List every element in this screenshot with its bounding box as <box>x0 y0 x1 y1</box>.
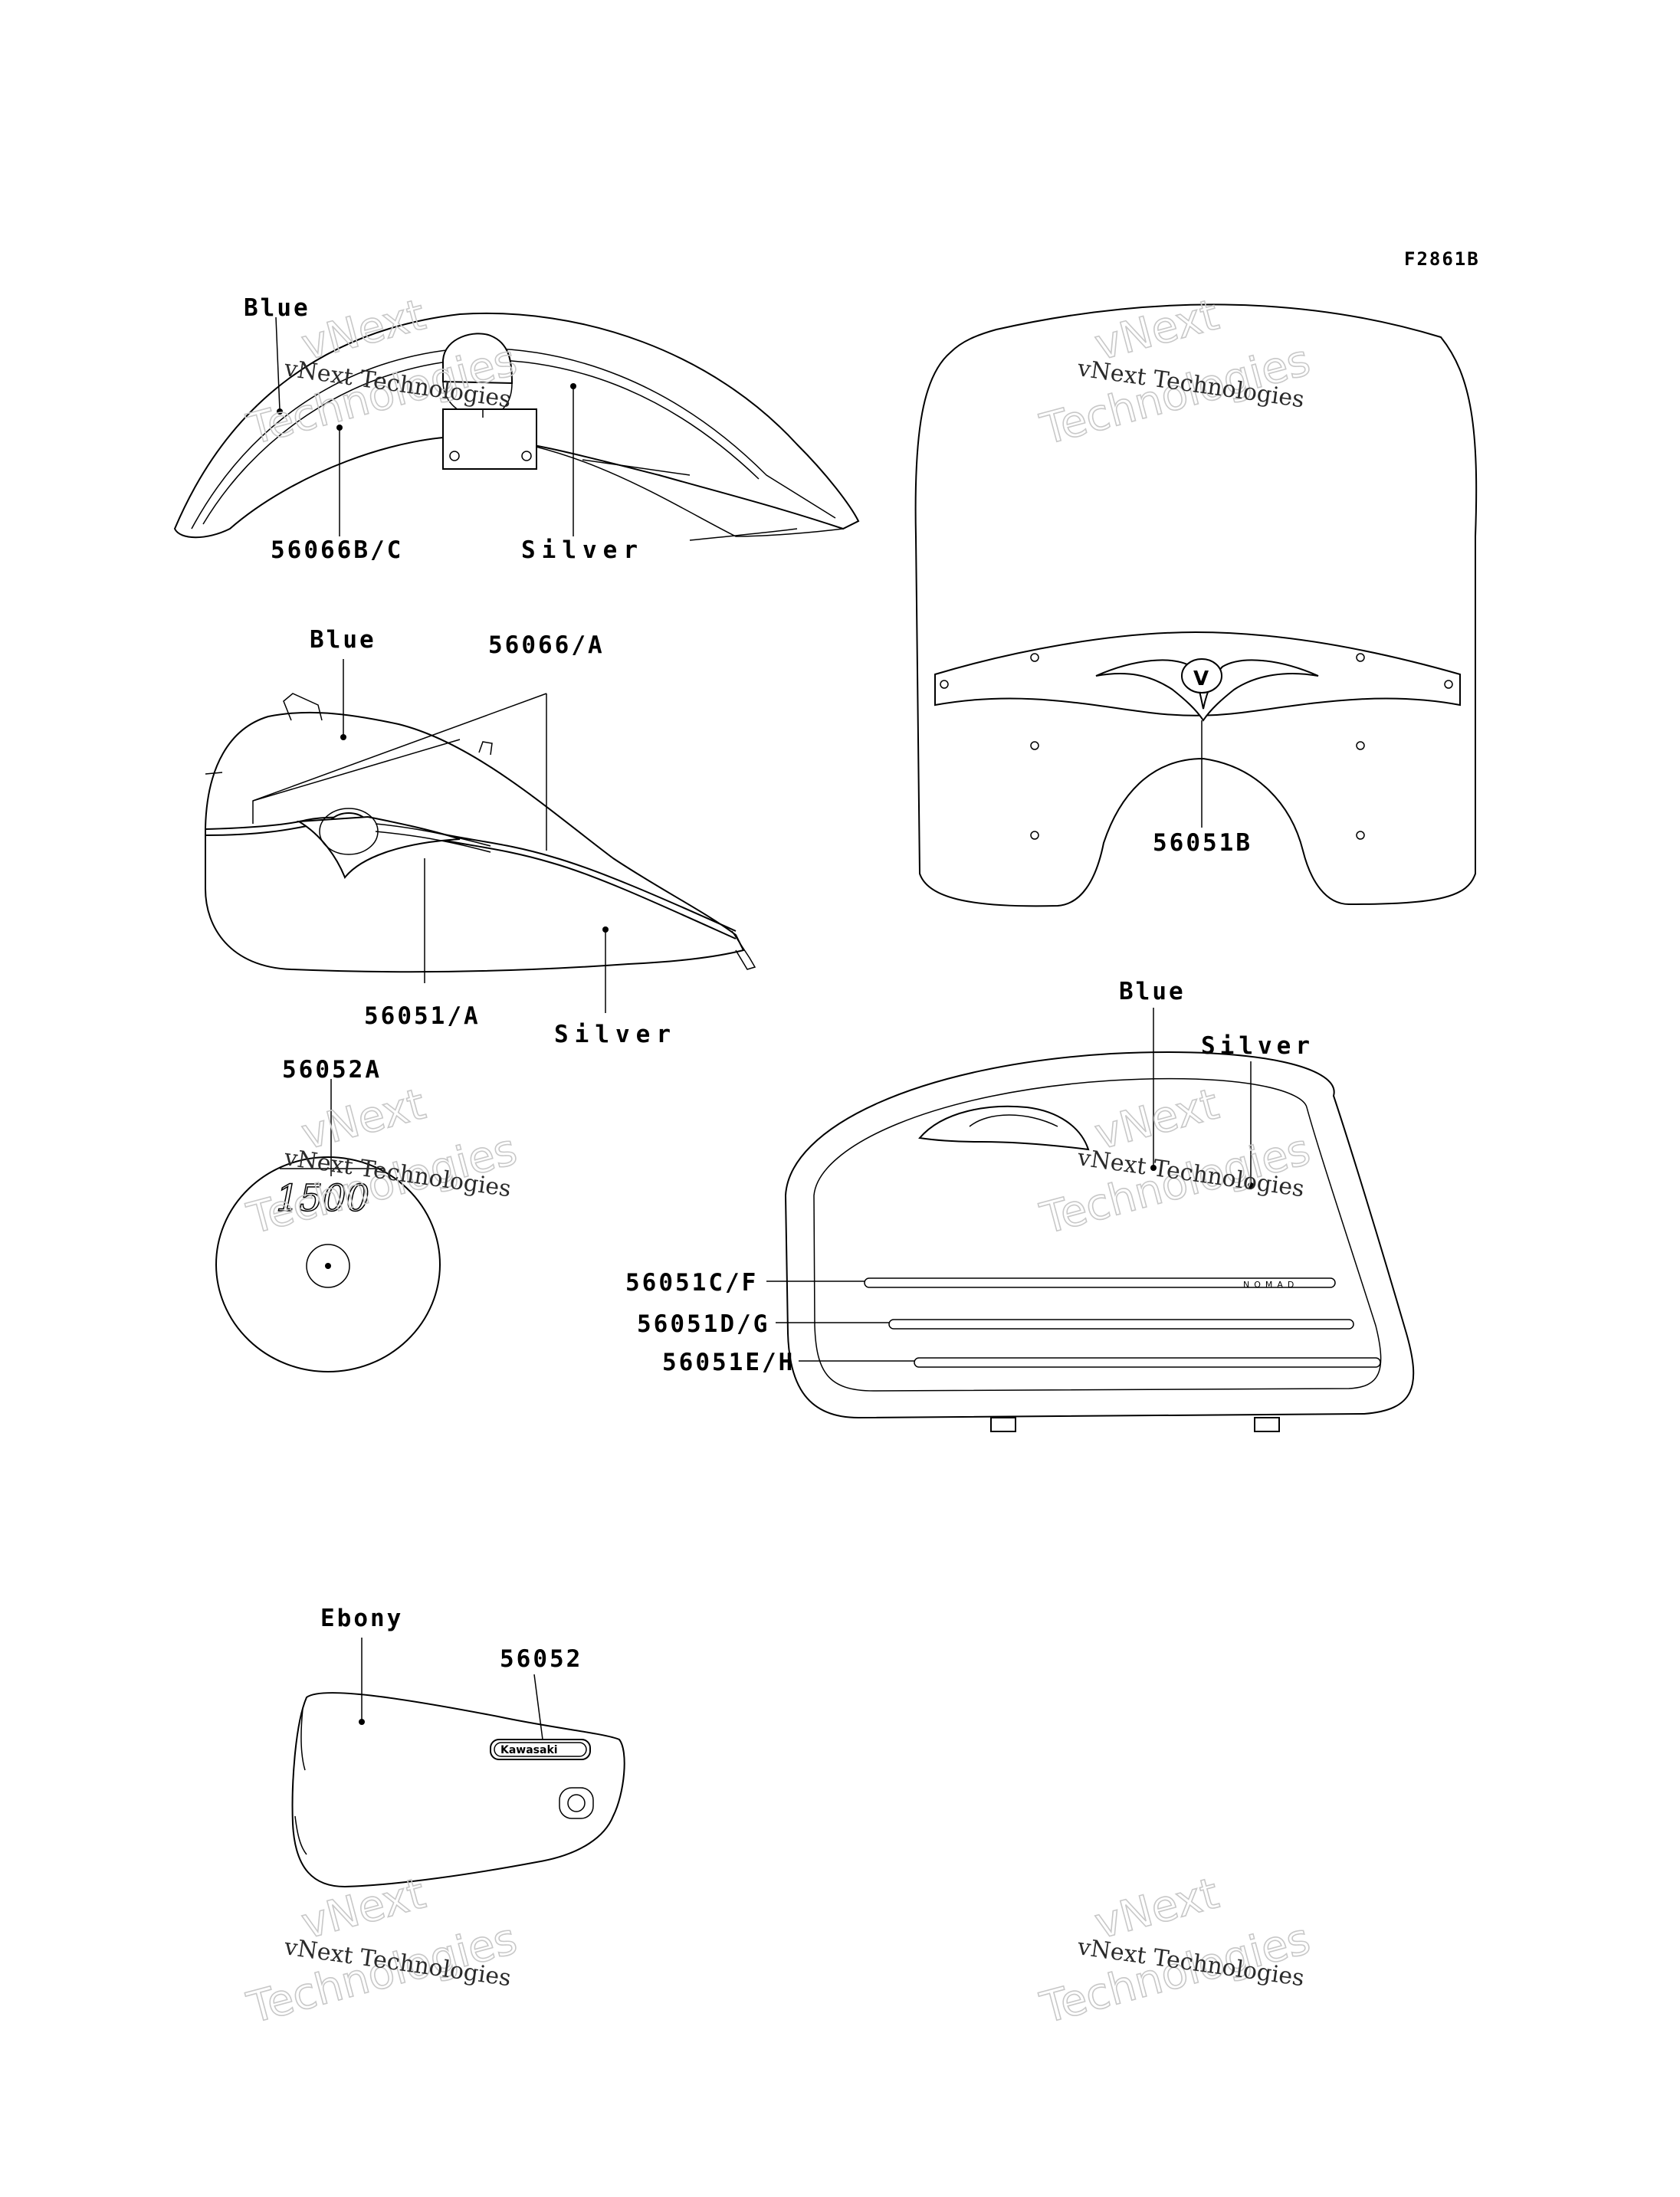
side-cover-panel: Kawasaki Ebony 56052 <box>291 1605 625 1888</box>
saddlebag-stripe-1: 56051C/F <box>625 1269 758 1297</box>
panel-badge: Kawasaki <box>500 1744 558 1756</box>
round-side-cover: 1500 56052A <box>215 1056 441 1372</box>
tank-part-stripe: 56066/A <box>488 631 605 659</box>
round-cover-badge: 1500 <box>276 1177 369 1220</box>
svg-text:vNext: vNext <box>297 1079 431 1159</box>
svg-text:vNext: vNext <box>1090 1079 1224 1159</box>
watermark: vNext Technologies vNext Technologies <box>1035 1079 1316 1245</box>
panel-color: Ebony <box>320 1605 403 1632</box>
svg-text:V: V <box>1193 667 1209 690</box>
svg-text:vNext: vNext <box>297 1868 431 1949</box>
round-cover-part-badge: 56052A <box>282 1056 382 1084</box>
tank-color-top: Blue <box>310 626 376 654</box>
saddlebag-stripe-2: 56051D/G <box>637 1310 769 1338</box>
windshield-part-emblem: 56051B <box>1153 829 1252 857</box>
watermark: vNext Technologies vNext Technologies <box>241 1079 523 1245</box>
saddlebag: NOMAD Blue Silver 56051C/F 56051D/G 5605… <box>625 978 1415 1432</box>
saddlebag-stripe-text: NOMAD <box>1243 1280 1298 1290</box>
svg-text:vNext: vNext <box>297 290 431 370</box>
saddlebag-color-top: Blue <box>1119 978 1186 1005</box>
fender-color-top: Blue <box>244 294 310 322</box>
fender-color-body: Silver <box>521 536 644 564</box>
front-fender: Blue 56066B/C Silver <box>173 294 860 564</box>
watermark: vNext Technologies vNext Technologies <box>241 1868 523 2035</box>
fuel-tank: V Blue 56066/A 56051/A Silver <box>205 626 756 1048</box>
svg-text:vNext: vNext <box>1090 1868 1224 1949</box>
tank-color-body: Silver <box>554 1021 677 1048</box>
watermark: vNext Technologies vNext Technologies <box>1035 1868 1316 2035</box>
svg-text:vNext: vNext <box>1090 290 1224 370</box>
figure-id: F2861B <box>1404 248 1480 270</box>
saddlebag-stripe-3: 56051E/H <box>662 1349 795 1376</box>
fender-part-stripe: 56066B/C <box>271 536 403 564</box>
windshield: V 56051B <box>914 303 1478 907</box>
tank-part-emblem: 56051/A <box>364 1002 481 1030</box>
saddlebag-color-body: Silver <box>1201 1032 1314 1060</box>
windshield-bolt-holes <box>940 653 1453 840</box>
panel-part-badge: 56052 <box>500 1645 582 1673</box>
